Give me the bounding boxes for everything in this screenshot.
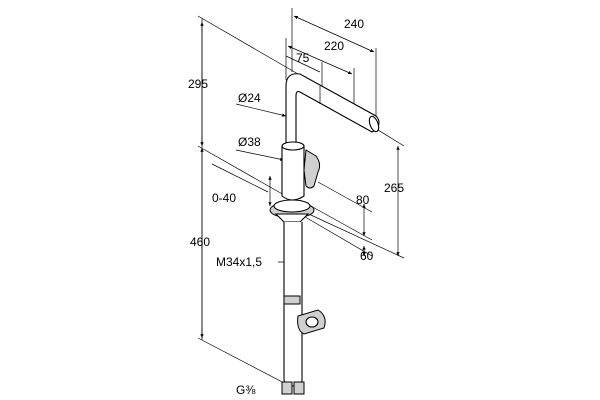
label-60: 60: [360, 249, 374, 263]
lever-handle: [303, 149, 321, 189]
dimension-labels: 240 220 75 295 Ø24 Ø38 0-40 460 M34x1,5 …: [188, 17, 404, 397]
faucet-body: [281, 142, 305, 201]
body-top: [281, 141, 305, 151]
label-295: 295: [188, 77, 208, 91]
extension-line-60: [299, 213, 373, 257]
dimension-line-220: [287, 45, 353, 75]
base-rosette-top: [273, 199, 311, 213]
connector-right: [293, 381, 305, 395]
hose-weight-ring: [305, 316, 319, 328]
label-dia38: Ø38: [238, 135, 261, 149]
label-75: 75: [296, 51, 310, 65]
extension-line-top: [197, 15, 299, 75]
label-265: 265: [384, 181, 404, 195]
faucet-drawing: [269, 73, 380, 395]
label-240: 240: [344, 17, 364, 31]
spout-outlet: [368, 115, 380, 133]
extension-line-265-top: [377, 129, 405, 147]
dimension-line-75: [285, 55, 321, 73]
spout: [285, 73, 380, 147]
label-connection: G⅜: [236, 383, 256, 397]
leader-range: [211, 163, 269, 193]
connector-left: [281, 381, 293, 395]
extension-line-265-bottom: [299, 209, 405, 259]
label-range: 0-40: [212, 191, 236, 205]
label-thread: M34x1,5: [216, 255, 262, 269]
leader-dia38: [235, 149, 285, 161]
label-dia24: Ø24: [238, 91, 261, 105]
label-80: 80: [356, 193, 370, 207]
fixing-nut: [283, 295, 301, 305]
base-washer: [274, 213, 310, 223]
label-460: 460: [190, 235, 210, 249]
extension-line-bottom: [197, 337, 291, 387]
leader-dia24: [235, 103, 287, 117]
label-220: 220: [324, 39, 344, 53]
dimension-line-240: [293, 15, 375, 53]
dimension-lines: [197, 8, 405, 387]
